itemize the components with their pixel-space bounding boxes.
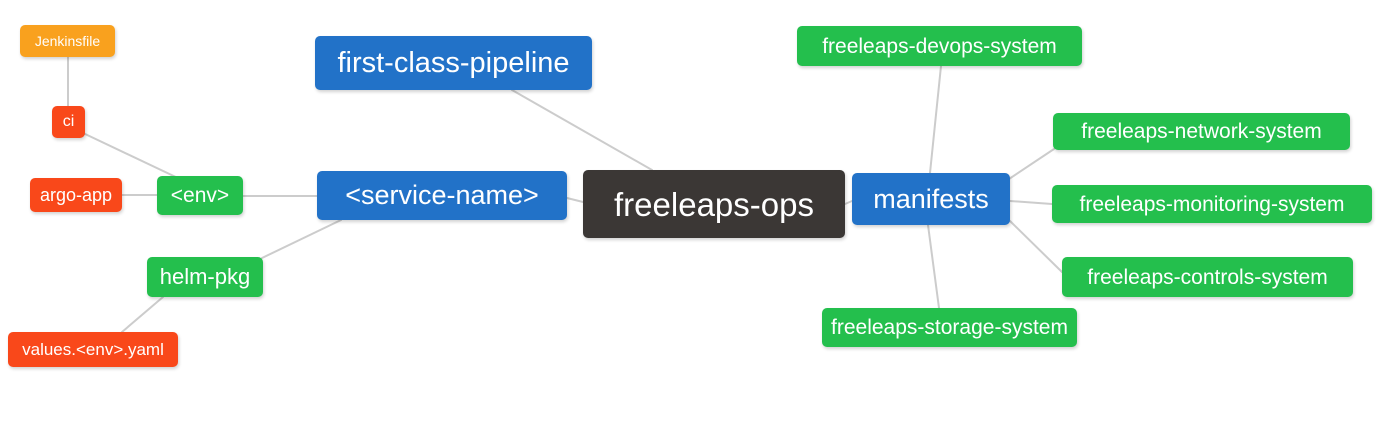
node-env[interactable]: <env> bbox=[157, 176, 243, 215]
node-freeleaps-network-system[interactable]: freeleaps-network-system bbox=[1053, 113, 1350, 150]
node-first-class-pipeline[interactable]: first-class-pipeline bbox=[315, 36, 592, 90]
edge-service-name-to-freeleaps-ops bbox=[566, 197, 584, 203]
node-service-name[interactable]: <service-name> bbox=[317, 171, 567, 220]
edge-manifests-to-freeleaps-controls-system bbox=[1009, 220, 1063, 273]
node-freeleaps-ops[interactable]: freeleaps-ops bbox=[583, 170, 845, 238]
edge-ci-to-env bbox=[82, 132, 181, 180]
edge-manifests-to-freeleaps-monitoring-system bbox=[1009, 200, 1053, 205]
node-ci[interactable]: ci bbox=[52, 106, 85, 138]
node-argo-app[interactable]: argo-app bbox=[30, 178, 122, 212]
edge-freeleaps-ops-to-manifests bbox=[844, 200, 853, 205]
edge-first-class-pipeline-to-freeleaps-ops bbox=[511, 89, 653, 171]
edge-service-name-to-helm-pkg bbox=[261, 219, 342, 259]
node-values-env-yaml[interactable]: values.<env>.yaml bbox=[8, 332, 178, 367]
node-manifests[interactable]: manifests bbox=[852, 173, 1010, 225]
edge-manifests-to-freeleaps-storage-system bbox=[927, 224, 940, 309]
node-freeleaps-monitoring-system[interactable]: freeleaps-monitoring-system bbox=[1052, 185, 1372, 223]
node-jenkinsfile[interactable]: Jenkinsfile bbox=[20, 25, 115, 57]
node-freeleaps-devops-system[interactable]: freeleaps-devops-system bbox=[797, 26, 1082, 66]
edge-manifests-to-freeleaps-network-system bbox=[1008, 148, 1055, 180]
node-freeleaps-controls-system[interactable]: freeleaps-controls-system bbox=[1062, 257, 1353, 297]
edge-manifests-to-freeleaps-devops-system bbox=[929, 65, 942, 174]
edge-helm-pkg-to-values-env-yaml bbox=[121, 296, 164, 333]
node-freeleaps-storage-system[interactable]: freeleaps-storage-system bbox=[822, 308, 1077, 347]
node-helm-pkg[interactable]: helm-pkg bbox=[147, 257, 263, 297]
